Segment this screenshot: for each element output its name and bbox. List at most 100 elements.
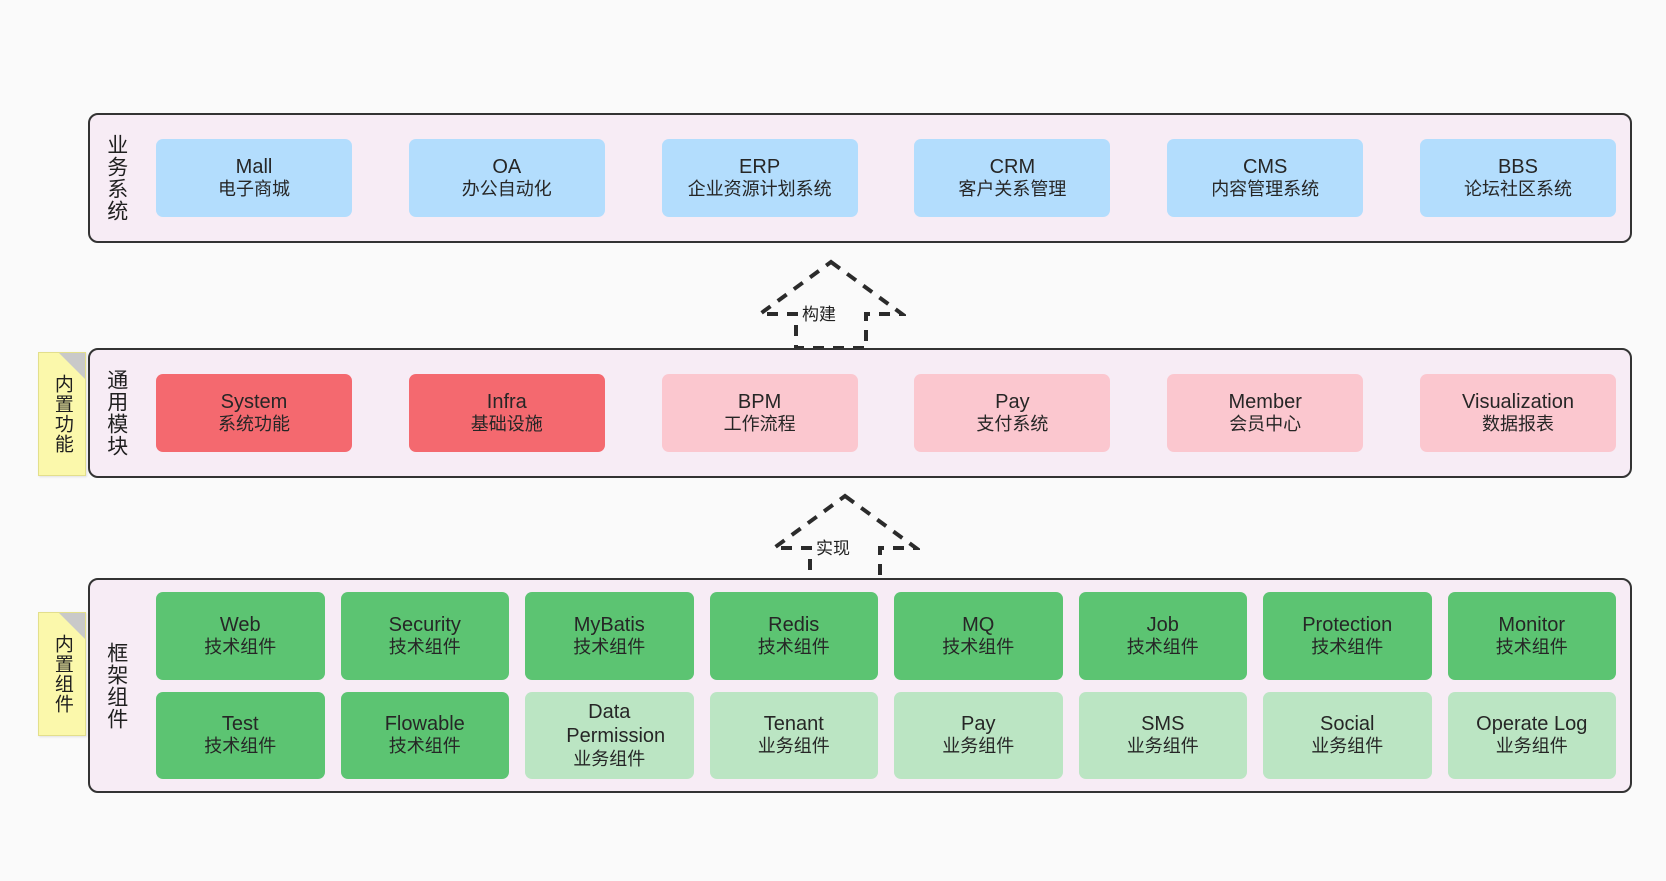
note-builtin-features: 内置功能 bbox=[38, 352, 86, 476]
card-title-cn: 数据报表 bbox=[1481, 414, 1554, 435]
card-title-en: Pay bbox=[995, 390, 1030, 413]
card-title-cn: 系统功能 bbox=[218, 414, 290, 435]
card-title-cn: 业务组件 bbox=[573, 748, 646, 769]
card-web[interactable]: Web 技术组件 bbox=[156, 592, 325, 680]
card-title-en: Data Permission bbox=[566, 700, 666, 748]
card-monitor[interactable]: Monitor 技术组件 bbox=[1447, 592, 1616, 680]
card-member[interactable]: Member 会员中心 bbox=[1167, 374, 1364, 452]
card-title-en: Mall bbox=[235, 155, 273, 178]
card-title-cn: 办公自动化 bbox=[461, 179, 552, 200]
card-title-cn: 业务组件 bbox=[1495, 736, 1568, 757]
card-system[interactable]: System 系统功能 bbox=[156, 374, 352, 452]
card-title-cn: 业务组件 bbox=[757, 736, 830, 757]
card-protection[interactable]: Protection 技术组件 bbox=[1263, 592, 1432, 680]
card-cms[interactable]: CMS 内容管理系统 bbox=[1167, 139, 1364, 217]
note-fold-icon bbox=[59, 613, 85, 639]
framework-card-grid: Web 技术组件 Security 技术组件 MyBatis 技术组件 Redi… bbox=[142, 580, 1630, 791]
card-test[interactable]: Test 技术组件 bbox=[156, 691, 325, 779]
card-mybatis[interactable]: MyBatis 技术组件 bbox=[525, 592, 694, 680]
framework-row-bottom: Test 技术组件 Flowable 技术组件 Data Permission … bbox=[156, 691, 1616, 779]
card-title-en: CMS bbox=[1242, 155, 1288, 178]
card-social[interactable]: Social 业务组件 bbox=[1263, 691, 1432, 779]
business-card-list: Mall 电子商城 OA 办公自动化 ERP 企业资源计划系统 CRM 客户关系… bbox=[142, 115, 1630, 241]
connector-build-label: 构建 bbox=[800, 300, 838, 325]
card-title-cn: 技术组件 bbox=[757, 636, 830, 657]
card-title-en: OA bbox=[492, 155, 522, 178]
card-title-en: Job bbox=[1146, 613, 1179, 636]
card-title-cn: 技术组件 bbox=[1495, 636, 1568, 657]
card-title-cn: 电子商城 bbox=[218, 179, 290, 200]
card-mall[interactable]: Mall 电子商城 bbox=[156, 139, 352, 217]
card-data-permission[interactable]: Data Permission 业务组件 bbox=[525, 691, 694, 779]
card-title-cn: 业务组件 bbox=[942, 736, 1015, 757]
card-title-en: Social bbox=[1320, 713, 1375, 736]
common-card-list: System 系统功能 Infra 基础设施 BPM 工作流程 Pay 支付系统… bbox=[142, 350, 1630, 476]
card-title-cn: 技术组件 bbox=[1311, 636, 1384, 657]
note-fold-icon bbox=[59, 353, 85, 379]
card-bpm[interactable]: BPM 工作流程 bbox=[661, 374, 858, 452]
card-title-en: Monitor bbox=[1498, 613, 1566, 636]
card-title-cn: 技术组件 bbox=[388, 636, 461, 657]
card-title-en: BBS bbox=[1497, 155, 1538, 178]
card-title-cn: 基础设施 bbox=[470, 414, 543, 435]
card-tenant[interactable]: Tenant 业务组件 bbox=[709, 691, 878, 779]
card-flowable[interactable]: Flowable 技术组件 bbox=[340, 691, 509, 779]
card-redis[interactable]: Redis 技术组件 bbox=[709, 592, 878, 680]
card-pay-component[interactable]: Pay 业务组件 bbox=[894, 691, 1063, 779]
card-title-cn: 技术组件 bbox=[204, 736, 277, 757]
card-title-en: MyBatis bbox=[573, 613, 645, 636]
card-infra[interactable]: Infra 基础设施 bbox=[408, 374, 605, 452]
card-title-en: System bbox=[220, 390, 288, 413]
card-title-cn: 技术组件 bbox=[204, 636, 277, 657]
card-title-cn: 技术组件 bbox=[942, 636, 1015, 657]
card-title-en: SMS bbox=[1141, 713, 1185, 736]
card-title-en: CRM bbox=[989, 155, 1036, 178]
card-oa[interactable]: OA 办公自动化 bbox=[408, 139, 605, 217]
layer-framework-components: 框架组件 Web 技术组件 Security 技术组件 MyBatis 技术组件… bbox=[88, 578, 1632, 793]
layer-title-framework: 框架组件 bbox=[104, 641, 128, 730]
layer-title-business: 业务系统 bbox=[104, 134, 128, 222]
note-builtin-components: 内置组件 bbox=[38, 612, 86, 736]
connector-build: 构建 bbox=[756, 258, 906, 350]
note-label: 内置组件 bbox=[51, 634, 73, 714]
card-title-en: BPM bbox=[737, 390, 782, 413]
card-title-cn: 客户关系管理 bbox=[958, 179, 1067, 200]
card-title-cn: 业务组件 bbox=[1126, 736, 1199, 757]
note-label: 内置功能 bbox=[51, 374, 73, 454]
card-crm[interactable]: CRM 客户关系管理 bbox=[914, 139, 1111, 217]
card-title-en: MQ bbox=[962, 613, 995, 636]
card-title-en: Operate Log bbox=[1476, 713, 1588, 736]
card-title-cn: 企业资源计划系统 bbox=[687, 179, 832, 200]
layer-common-modules: 通用模块 System 系统功能 Infra 基础设施 BPM 工作流程 Pay… bbox=[88, 348, 1632, 478]
card-mq[interactable]: MQ 技术组件 bbox=[894, 592, 1063, 680]
card-job[interactable]: Job 技术组件 bbox=[1078, 592, 1247, 680]
card-title-en: Tenant bbox=[763, 713, 824, 736]
layer-title-common: 通用模块 bbox=[104, 369, 128, 457]
card-title-en: Flowable bbox=[384, 713, 465, 736]
connector-implement: 实现 bbox=[770, 492, 920, 584]
card-security[interactable]: Security 技术组件 bbox=[340, 592, 509, 680]
card-visualization[interactable]: Visualization 数据报表 bbox=[1419, 374, 1616, 452]
card-erp[interactable]: ERP 企业资源计划系统 bbox=[661, 139, 858, 217]
card-title-en: ERP bbox=[739, 155, 781, 178]
card-title-cn: 工作流程 bbox=[723, 414, 796, 435]
card-title-cn: 会员中心 bbox=[1229, 414, 1302, 435]
card-title-en: Member bbox=[1228, 390, 1302, 413]
framework-row-top: Web 技术组件 Security 技术组件 MyBatis 技术组件 Redi… bbox=[156, 592, 1616, 680]
card-title-en: Security bbox=[388, 613, 461, 636]
card-title-cn: 技术组件 bbox=[573, 636, 646, 657]
card-title-en: Test bbox=[221, 713, 259, 736]
card-pay[interactable]: Pay 支付系统 bbox=[914, 374, 1111, 452]
card-sms[interactable]: SMS 业务组件 bbox=[1078, 691, 1247, 779]
card-title-en: Infra bbox=[486, 390, 527, 413]
card-operate-log[interactable]: Operate Log 业务组件 bbox=[1447, 691, 1616, 779]
card-title-en: Pay bbox=[961, 713, 996, 736]
card-title-cn: 内容管理系统 bbox=[1211, 179, 1320, 200]
card-title-en: Redis bbox=[768, 613, 820, 636]
card-title-cn: 支付系统 bbox=[976, 414, 1049, 435]
card-bbs[interactable]: BBS 论坛社区系统 bbox=[1419, 139, 1616, 217]
card-title-cn: 论坛社区系统 bbox=[1463, 179, 1572, 200]
card-title-cn: 业务组件 bbox=[1311, 736, 1384, 757]
card-title-en: Visualization bbox=[1462, 390, 1574, 413]
